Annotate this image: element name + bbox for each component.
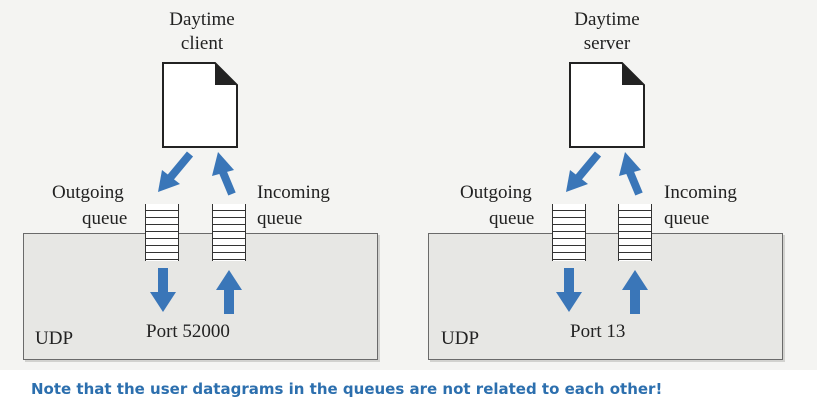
client-title-line1: Daytime <box>169 9 235 30</box>
client-port-up-arrow-icon <box>216 270 242 314</box>
client-title: Daytime client <box>152 8 252 56</box>
server-incoming-queue <box>618 204 652 261</box>
client-outgoing-label-line2: queue <box>82 208 128 229</box>
client-title-line2: client <box>180 33 224 54</box>
client-udp-label: UDP <box>35 328 74 349</box>
client-udp-layer <box>23 233 378 360</box>
server-down-arrow-icon <box>566 151 602 192</box>
server-document-icon <box>569 62 645 148</box>
server-port-up-arrow-icon <box>622 270 648 314</box>
server-port-label: Port 13 <box>570 321 626 342</box>
server-outgoing-queue <box>552 204 586 261</box>
server-title-line1: Daytime <box>574 9 640 30</box>
client-incoming-queue <box>212 204 246 261</box>
server-title-line2: server <box>583 33 631 54</box>
server-port-down-arrow-icon <box>556 268 582 312</box>
server-udp-layer <box>428 233 783 360</box>
client-document-icon <box>162 62 238 148</box>
client-down-arrow-icon <box>158 151 194 192</box>
server-up-arrow-icon <box>619 152 643 196</box>
caption-note: Note that the user datagrams in the queu… <box>31 380 663 398</box>
server-title: Daytime server <box>557 8 657 56</box>
client-panel: Daytime client Outgoing queue Incoming q… <box>0 0 408 370</box>
server-incoming-label-line2: queue <box>664 208 710 229</box>
server-outgoing-label-line1: Outgoing <box>460 182 532 203</box>
diagram-area: Daytime client Outgoing queue Incoming q… <box>0 0 817 370</box>
client-up-arrow-icon <box>212 152 236 196</box>
server-udp-label: UDP <box>441 328 480 349</box>
server-outgoing-label-line2: queue <box>489 208 535 229</box>
client-outgoing-label-line1: Outgoing <box>52 182 124 203</box>
server-incoming-label-line1: Incoming <box>664 182 737 203</box>
client-port-label: Port 52000 <box>146 321 230 342</box>
client-incoming-label-line2: queue <box>257 208 303 229</box>
client-incoming-label-line1: Incoming <box>257 182 330 203</box>
client-port-down-arrow-icon <box>150 268 176 312</box>
server-panel: Daytime server Outgoing queue Incoming q… <box>408 0 816 370</box>
client-outgoing-queue <box>145 204 179 261</box>
